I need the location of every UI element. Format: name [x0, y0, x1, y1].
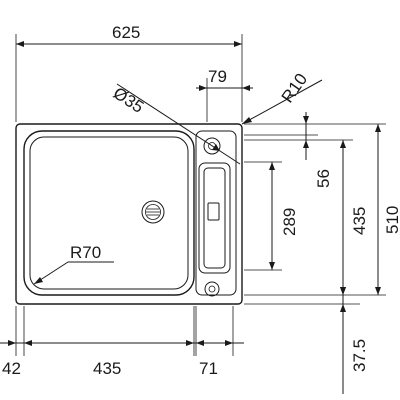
drainer-slot-outer: [198, 162, 231, 274]
dim-overall-height: 510: [375, 124, 400, 295]
dim-corner-radius: R10: [241, 70, 323, 125]
dim-label-435-vertical: 435: [350, 207, 369, 235]
dim-label-d35: Ø35: [110, 83, 147, 116]
dim-label-625: 625: [112, 23, 140, 42]
dim-deck-width: 79: [196, 67, 253, 122]
dim-bottom-row: 42 435 71: [0, 340, 244, 378]
dim-bowl-radius: R70: [33, 243, 114, 285]
dim-label-510: 510: [383, 206, 400, 234]
drain-icon: [141, 200, 165, 224]
dim-label-42: 42: [2, 359, 21, 378]
dim-overall-width: 625: [15, 23, 243, 122]
dim-label-r10: R10: [278, 70, 311, 106]
dim-label-79: 79: [208, 67, 227, 86]
bottom-extension-lines: [15, 306, 234, 356]
bowl-outer: [23, 130, 195, 296]
sink-outer-rim: [15, 123, 243, 305]
overflow-hole: [204, 281, 220, 297]
dim-label-435-horizontal: 435: [93, 359, 121, 378]
dim-top-offset: 56: [303, 112, 333, 188]
overflow-slot: [207, 202, 220, 221]
dim-bottom-offset: 37.5: [244, 284, 369, 394]
right-extension-lines: [244, 123, 386, 296]
dim-label-289: 289: [280, 208, 299, 236]
sink-outline: [15, 123, 243, 305]
dim-label-r70: R70: [70, 243, 101, 262]
drainer-slot-inner: [203, 167, 226, 269]
dim-drainer-height: 289: [269, 162, 299, 270]
dim-label-37-5: 37.5: [350, 339, 369, 372]
dim-label-56: 56: [314, 169, 333, 188]
bowl-inner: [29, 136, 189, 290]
dim-bowl-height: 435: [340, 140, 369, 295]
dim-label-71: 71: [199, 359, 218, 378]
